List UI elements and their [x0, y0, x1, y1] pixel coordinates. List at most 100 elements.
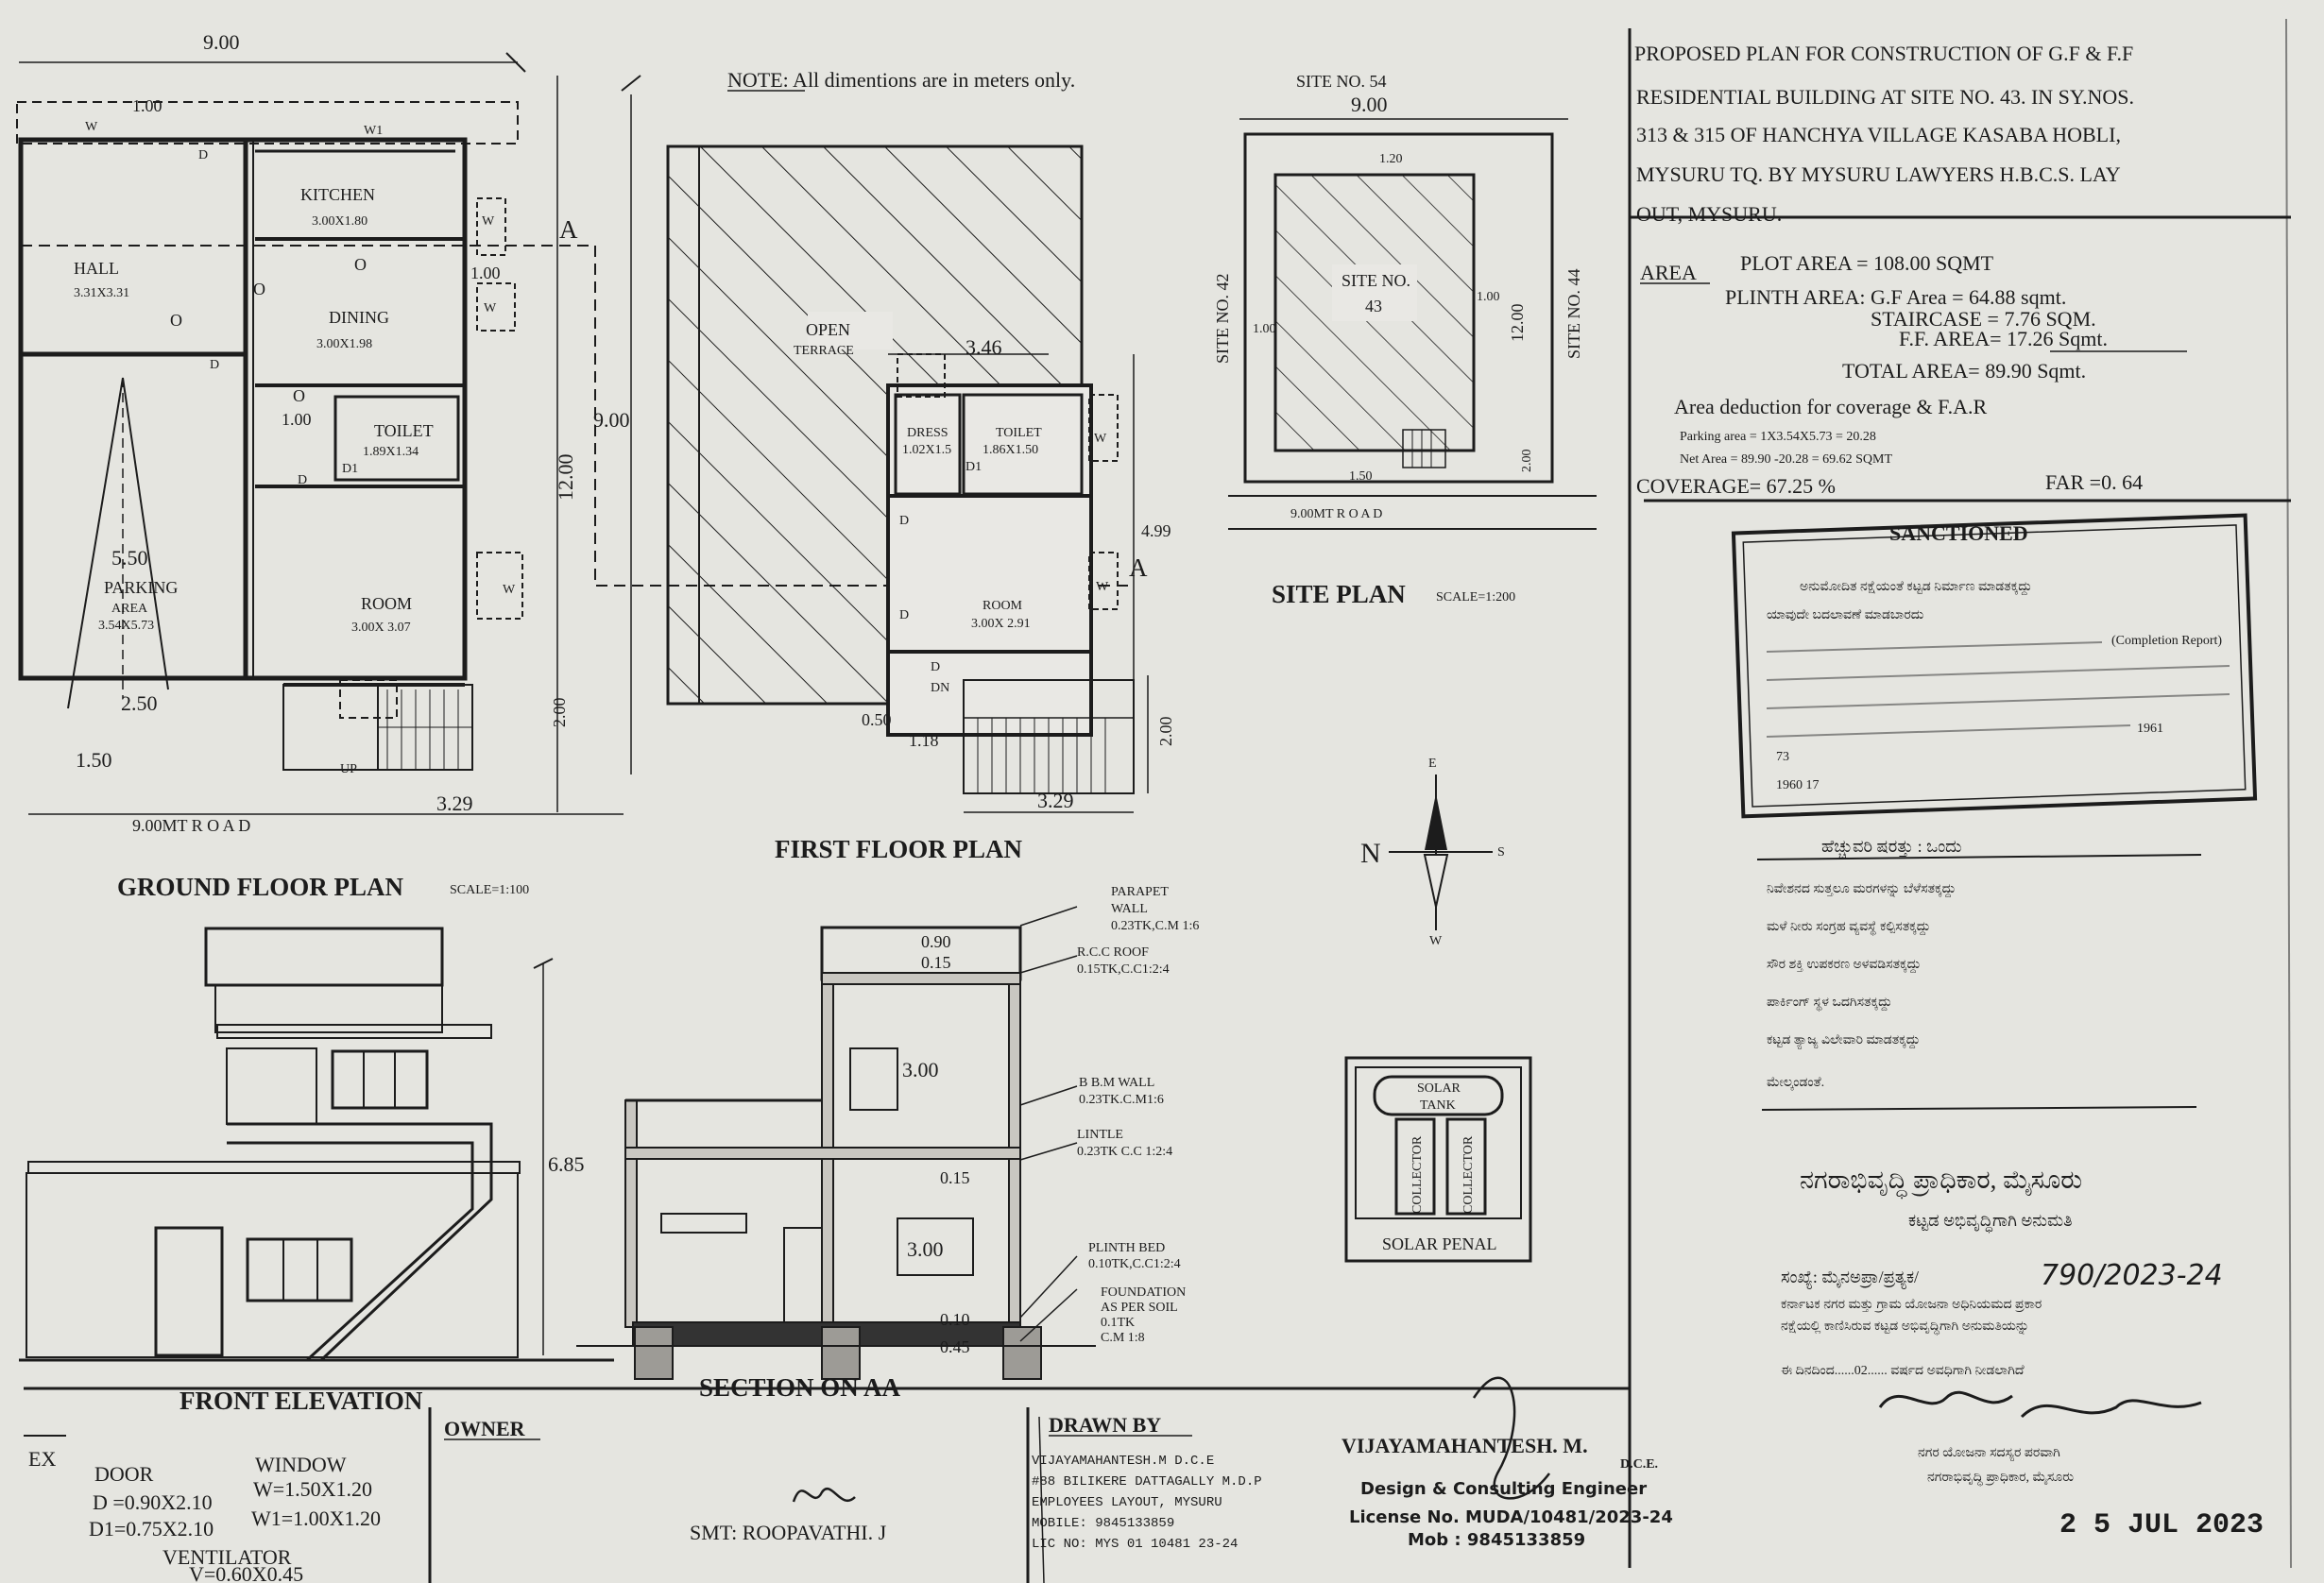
gf-dim-12: 12.00 — [554, 454, 577, 502]
conditions-ref: ಹೆಚ್ಚುವರಿ ಷರತ್ತು : ಒಂದು — [1821, 837, 1962, 859]
plinth-area: PLINTH AREA: G.F Area = 64.88 sqmt. — [1725, 285, 2066, 309]
compass-north: N — [1360, 838, 1381, 869]
total-area: TOTAL AREA= 89.90 Sqmt. — [1842, 359, 2086, 383]
gf-parking-label2: AREA — [111, 602, 148, 616]
stamp-line-4: 1961 — [2137, 722, 2163, 736]
site-road-label: 9.00MT R O A D — [1290, 507, 1382, 521]
section-label-thk: 0.1TK — [1101, 1316, 1135, 1330]
site-dim-12: 12.00 — [1508, 304, 1527, 343]
ff-toilet-label: TOILET — [996, 426, 1042, 440]
signatory-2: ನಗರಾಭಿವೃದ್ಧಿ ಪ್ರಾಧಿಕಾರ, ಮೈಸೂರು — [1927, 1471, 2074, 1488]
area-statement: AREA PLOT AREA = 108.00 SQMT PLINTH AREA… — [1636, 251, 2187, 498]
section-label-plinth: PLINTH BED — [1088, 1241, 1165, 1255]
ff-dress-label: DRESS — [907, 426, 948, 440]
gf-mark-w1: W1 — [364, 124, 383, 138]
gf-mark-w3: W — [503, 583, 516, 597]
ff-dim-4-99: 4.99 — [1141, 521, 1171, 540]
ff-mark-d1: D1 — [965, 460, 982, 474]
section-dim-0-10: 0.10 — [940, 1310, 970, 1329]
gf-dim-depth: 9.00 — [593, 408, 630, 432]
ff-section-mark: A — [1129, 553, 1148, 582]
ff-dim-3-29: 3.29 — [1037, 789, 1074, 812]
index-door: D =0.90X2.10 — [93, 1490, 213, 1514]
ff-dim-1-18: 1.18 — [909, 731, 939, 750]
site-dim-1-50: 1.50 — [1349, 469, 1373, 484]
gf-dim-1-50: 1.50 — [76, 748, 112, 772]
gf-section-mark: A — [559, 215, 578, 244]
title-line-4: MYSURU TQ. BY MYSURU LAWYERS H.B.C.S. LA… — [1636, 162, 2121, 186]
section-dim-0-90: 0.90 — [921, 932, 951, 951]
gf-dim-2: 1.00 — [282, 410, 312, 429]
ff-mark-d2: D — [931, 660, 940, 674]
section-aa: 0.90 0.15 3.00 0.15 3.00 0.10 0.45 PARAP… — [576, 885, 1199, 1402]
compass-west: W — [1429, 934, 1443, 948]
front-elevation: 6.85 FRONT ELEVATION — [19, 927, 614, 1415]
site-title: SITE PLAN — [1272, 580, 1406, 608]
gf-mark-up: UP — [340, 762, 357, 776]
gf-hall-dim: 3.31X3.31 — [74, 286, 129, 300]
gf-dim-setback: 1.00 — [132, 96, 162, 115]
gf-room-label: ROOM — [361, 594, 412, 613]
solar-collector-2: COLLECTOR — [1461, 1135, 1476, 1214]
ff-room-dim: 3.00X 2.91 — [971, 617, 1031, 631]
site-center-label: SITE NO. — [1341, 271, 1410, 290]
ff-dress-dim: 1.02X1.5 — [902, 443, 951, 457]
title-block: PROPOSED PLAN FOR CONSTRUCTION OF G.F & … — [1628, 18, 2292, 1569]
owner-name: SMT: ROOPAVATHI. J — [690, 1521, 887, 1544]
gf-hall-label: HALL — [74, 259, 119, 278]
section-label-roof: R.C.C ROOF — [1077, 945, 1149, 960]
gf-toilet-dim: 1.89X1.34 — [363, 445, 419, 459]
site-dim-1-20: 1.20 — [1379, 152, 1403, 166]
compass-east: E — [1428, 757, 1437, 771]
area-heading: AREA — [1640, 261, 1697, 284]
ff-dim-0-50: 0.50 — [862, 710, 892, 729]
site-left-label: SITE NO. 42 — [1213, 274, 1232, 365]
site-dim-1-00a: 1.00 — [1253, 322, 1276, 336]
solar-title: SOLAR PENAL — [1382, 1234, 1497, 1253]
gf-dim-2-00: 2.00 — [550, 698, 569, 728]
site-plan: SITE NO. 54 9.00 SITE NO. 43 1.20 1.00 1… — [1213, 72, 1597, 608]
compass-south: S — [1497, 845, 1505, 860]
engineer-mobile: Mob : 9845133859 — [1408, 1530, 1585, 1550]
gf-room-dim: 3.00X 3.07 — [351, 621, 411, 635]
site-dim-2-00: 2.00 — [1520, 450, 1534, 473]
owner-heading: OWNER — [444, 1417, 526, 1440]
ff-dim-2-00: 2.00 — [1156, 717, 1175, 747]
gf-dim-3-29: 3.29 — [436, 792, 473, 815]
section-label-roof-spec: 0.15TK,C.C1:2:4 — [1077, 962, 1170, 977]
elevation-height: 6.85 — [548, 1152, 585, 1176]
ff-mark-dn: DN — [931, 681, 949, 695]
gf-dim-2-50: 2.50 — [121, 691, 158, 715]
approval-number-label: ಸಂಖ್ಯೆ: ಮೈನಅಪ್ರಾ/ಪ್ರತ್ಯಕ/ — [1781, 1268, 1919, 1289]
engineer-degree: D.C.E. — [1620, 1457, 1658, 1472]
site-dim-9: 9.00 — [1351, 93, 1388, 116]
site-center-number: 43 — [1365, 297, 1382, 315]
gf-dining-dim: 3.00X1.98 — [316, 337, 372, 351]
drawn-by-line-2: #88 BILIKERE DATTAGALLY M.D.P — [1032, 1474, 1262, 1489]
condition-1: ನಿವೇಶನದ ಸುತ್ತಲೂ ಮರಗಳನ್ನು ಬೆಳೆಸತಕ್ಕದ್ದು — [1767, 882, 1956, 897]
drawn-by-line-5: LIC NO: MYS 01 10481 23-24 — [1032, 1537, 1238, 1552]
approval-date: 2 5 JUL 2023 — [2059, 1509, 2264, 1541]
gf-mark-o1: O — [170, 311, 182, 330]
gf-mark-w2: W — [482, 214, 495, 229]
ff-dim-3-46: 3.46 — [965, 335, 1002, 359]
ground-floor-plan: 9.00 1.00 A — [16, 30, 1129, 901]
index-window-head: WINDOW — [255, 1453, 347, 1476]
solar-panel-detail: SOLAR TANK COLLECTOR COLLECTOR SOLAR PEN… — [1344, 1056, 1532, 1263]
sanction-stamp: SANCTIONED ಅನುಮೋದಿತ ನಕ್ಷೆಯಂತೆ ಕಟ್ಟಡ ನಿರ್… — [1731, 513, 2258, 819]
stamp-line-5: 73 — [1776, 750, 1789, 764]
drawn-by-line-3: EMPLOYEES LAYOUT, MYSURU — [1032, 1495, 1222, 1510]
signatory-1: ನಗರ ಯೋಜನಾ ಸದಸ್ಯರ ಪರವಾಗಿ — [1918, 1446, 2060, 1461]
gf-scale: SCALE=1:100 — [450, 883, 529, 897]
condition-5: ಕಟ್ಟಡ ತ್ಯಾಜ್ಯ ವಿಲೇವಾರಿ ಮಾಡತಕ್ಕದ್ದು — [1767, 1033, 1921, 1049]
section-label-lintle-spec: 0.23TK C.C 1:2:4 — [1077, 1145, 1172, 1159]
ff-mark-d3: D — [899, 608, 909, 622]
index-ventilator-dim: V=0.60X0.45 — [189, 1562, 303, 1583]
site-top-label: SITE NO. 54 — [1296, 72, 1387, 91]
section-label-parapet: PARAPET — [1111, 885, 1169, 899]
site-right-label: SITE NO. 44 — [1564, 269, 1583, 360]
stamp-line-3: (Completion Report) — [2111, 634, 2222, 648]
solar-tank-label2: TANK — [1420, 1098, 1456, 1113]
section-dim-3-00b: 3.00 — [907, 1237, 944, 1261]
gf-mark-o4: O — [293, 386, 305, 405]
